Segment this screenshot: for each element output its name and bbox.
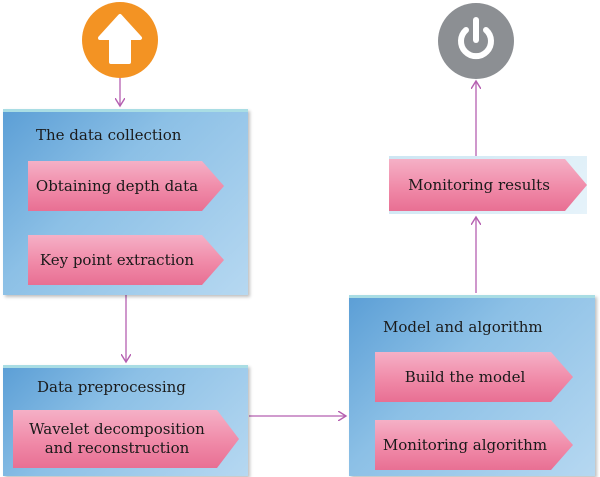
monitoring-results-label: Monitoring results	[408, 175, 550, 194]
data-collection-title: The data collection	[36, 126, 182, 144]
step-build-the-model-label: Build the model	[404, 367, 526, 386]
power-icon	[458, 17, 494, 60]
step-obtaining-depth-data-label: Obtaining depth data	[35, 176, 199, 195]
step-monitoring-algorithm: Monitoring algorithm	[375, 420, 573, 470]
step-wavelet-decomposition-label: Wavelet decomposition and reconstruction	[29, 420, 205, 457]
step-wavelet-decomposition: Wavelet decomposition and reconstruction	[13, 410, 239, 468]
model-algorithm-panel: Model and algorithm Build the model Moni…	[349, 295, 595, 476]
monitoring-results-step: Monitoring results	[389, 159, 587, 211]
step-build-the-model: Build the model	[375, 352, 573, 402]
up-arrow-icon	[98, 14, 142, 64]
step-key-point-extraction-label: Key point extraction	[39, 250, 195, 269]
monitoring-results-panel: Monitoring results	[389, 156, 587, 214]
start-circle	[82, 2, 158, 78]
model-algorithm-title: Model and algorithm	[383, 318, 543, 336]
data-preprocessing-panel: Data preprocessing Wavelet decomposition…	[3, 365, 248, 476]
end-circle	[438, 3, 514, 79]
step-obtaining-depth-data: Obtaining depth data	[28, 161, 224, 211]
data-collection-panel: The data collection Obtaining depth data…	[3, 109, 248, 295]
step-key-point-extraction: Key point extraction	[28, 235, 224, 285]
step-monitoring-algorithm-label: Monitoring algorithm	[382, 435, 548, 454]
data-preprocessing-title: Data preprocessing	[37, 378, 186, 396]
